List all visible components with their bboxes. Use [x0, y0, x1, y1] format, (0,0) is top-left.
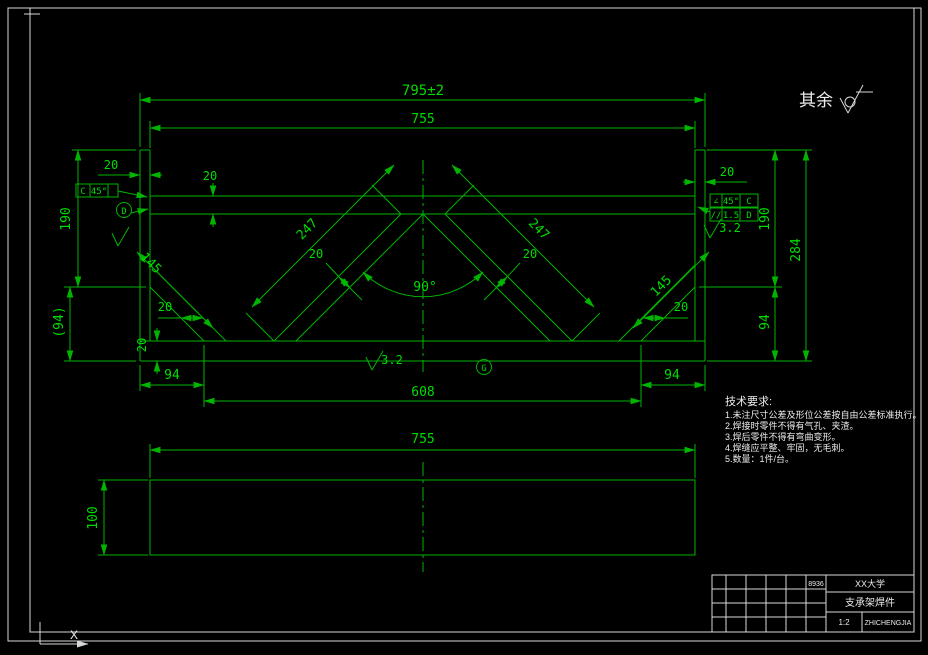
plate-view-linework	[149, 462, 696, 572]
titleblock-scale: 1:2	[838, 618, 850, 627]
titleblock-code: ZHICHENGJIA	[865, 620, 912, 627]
frame2-datum: D	[746, 211, 751, 221]
titleblock-part-name: 支承架焊件	[845, 597, 895, 609]
chamfer-letter: C	[80, 187, 85, 197]
datum-g-symbol: G	[476, 359, 492, 375]
dim-inner-width: 755	[411, 112, 434, 127]
dim-base-thk: 20	[135, 338, 149, 352]
front-view-linework	[139, 149, 706, 372]
angle-arc	[362, 271, 484, 298]
dim-left-brace-thk: 20	[309, 247, 323, 261]
roughness-icon	[111, 226, 130, 247]
dim-left-diag-length: 247	[294, 216, 321, 243]
datum-g-label: G	[481, 364, 486, 374]
tolerance-frames-right: ∠ 45° C // 1.5 D	[697, 193, 759, 222]
other-surfaces-note: 其余	[799, 84, 873, 114]
dim-beam-thk: 20	[203, 169, 217, 183]
tech-req-line: 2.焊接时零件不得有气孔、夹渣。	[725, 420, 859, 431]
dim-total-height: 284	[789, 238, 804, 262]
dim-base-left-offset: 94	[164, 368, 180, 383]
dimensions-front-view: 795±2 755 20 20 20 20 20 20 20	[52, 83, 812, 407]
roughness-icon: 3.2	[365, 350, 403, 371]
ucs-axis-icon: X	[39, 622, 89, 648]
tech-req-title: 技术要求:	[725, 395, 772, 408]
frame1-datum: C	[746, 197, 751, 207]
roughness-value-right: 3.2	[719, 221, 741, 235]
frame1-value: 45°	[723, 197, 739, 207]
dimensions-plate-view: 755 100	[86, 432, 696, 556]
dim-right-plate-thk: 20	[720, 165, 734, 179]
dim-right-diag-length: 247	[525, 216, 552, 243]
chamfer-frame-left: C 45°	[75, 183, 148, 199]
frame2-symbol: //	[711, 211, 722, 221]
frame2-value: 1.5	[723, 211, 739, 221]
dim-left-height: 190	[59, 207, 74, 230]
dim-right-gusset-thk: 20	[674, 300, 688, 314]
roughness-icon	[839, 84, 873, 114]
frame1-symbol: ∠	[713, 197, 718, 207]
dim-overall-width: 795±2	[402, 83, 444, 99]
tech-req-line: 5.数量：1件/台。	[725, 453, 794, 464]
sheet-border	[7, 7, 922, 642]
dim-left-ref-height: (94)	[52, 306, 67, 337]
dim-right-gusset-length: 145	[648, 273, 675, 300]
dim-brace-angle: 90°	[413, 280, 436, 295]
roughness-icon: 3.2	[703, 218, 741, 239]
tech-req-line: 4.焊缝应平整、牢固，无毛刺。	[725, 442, 850, 453]
technical-requirements: 技术要求: 1.未注尺寸公差及形位公差按自由公差标准执行。 2.焊接时零件不得有…	[725, 395, 922, 464]
titleblock-school: XX大学	[855, 578, 885, 589]
dim-left-gusset-length: 145	[137, 250, 164, 277]
titleblock-doc-no: 8936	[808, 581, 824, 588]
dim-right-lower-height: 94	[758, 314, 773, 330]
tech-req-line: 1.未注尺寸公差及形位公差按自由公差标准执行。	[725, 409, 922, 420]
axis-x-label: X	[70, 628, 78, 642]
chamfer-angle: 45°	[91, 187, 107, 197]
dim-base-right-offset: 94	[664, 368, 680, 383]
dim-base-span: 608	[411, 385, 434, 400]
dim-left-plate-thk: 20	[104, 158, 118, 172]
dim-right-brace-thk: 20	[523, 247, 537, 261]
datum-d-label: D	[121, 207, 126, 217]
other-surfaces-label: 其余	[799, 91, 833, 110]
dim-right-height: 190	[758, 207, 773, 230]
roughness-value-bottom: 3.2	[381, 353, 403, 367]
dim-left-gusset-thk: 20	[158, 300, 172, 314]
datum-d-symbol: D	[116, 202, 149, 218]
tech-req-line: 3.焊后零件不得有弯曲变形。	[725, 431, 841, 442]
dim-plate-width: 100	[86, 506, 101, 529]
title-block: 8936 XX大学 支承架焊件 1:2 ZHICHENGJIA	[711, 574, 915, 633]
surface-finish-symbols: 3.2 3.2 D G C 45°	[75, 84, 873, 375]
dim-plate-length: 755	[411, 432, 434, 447]
